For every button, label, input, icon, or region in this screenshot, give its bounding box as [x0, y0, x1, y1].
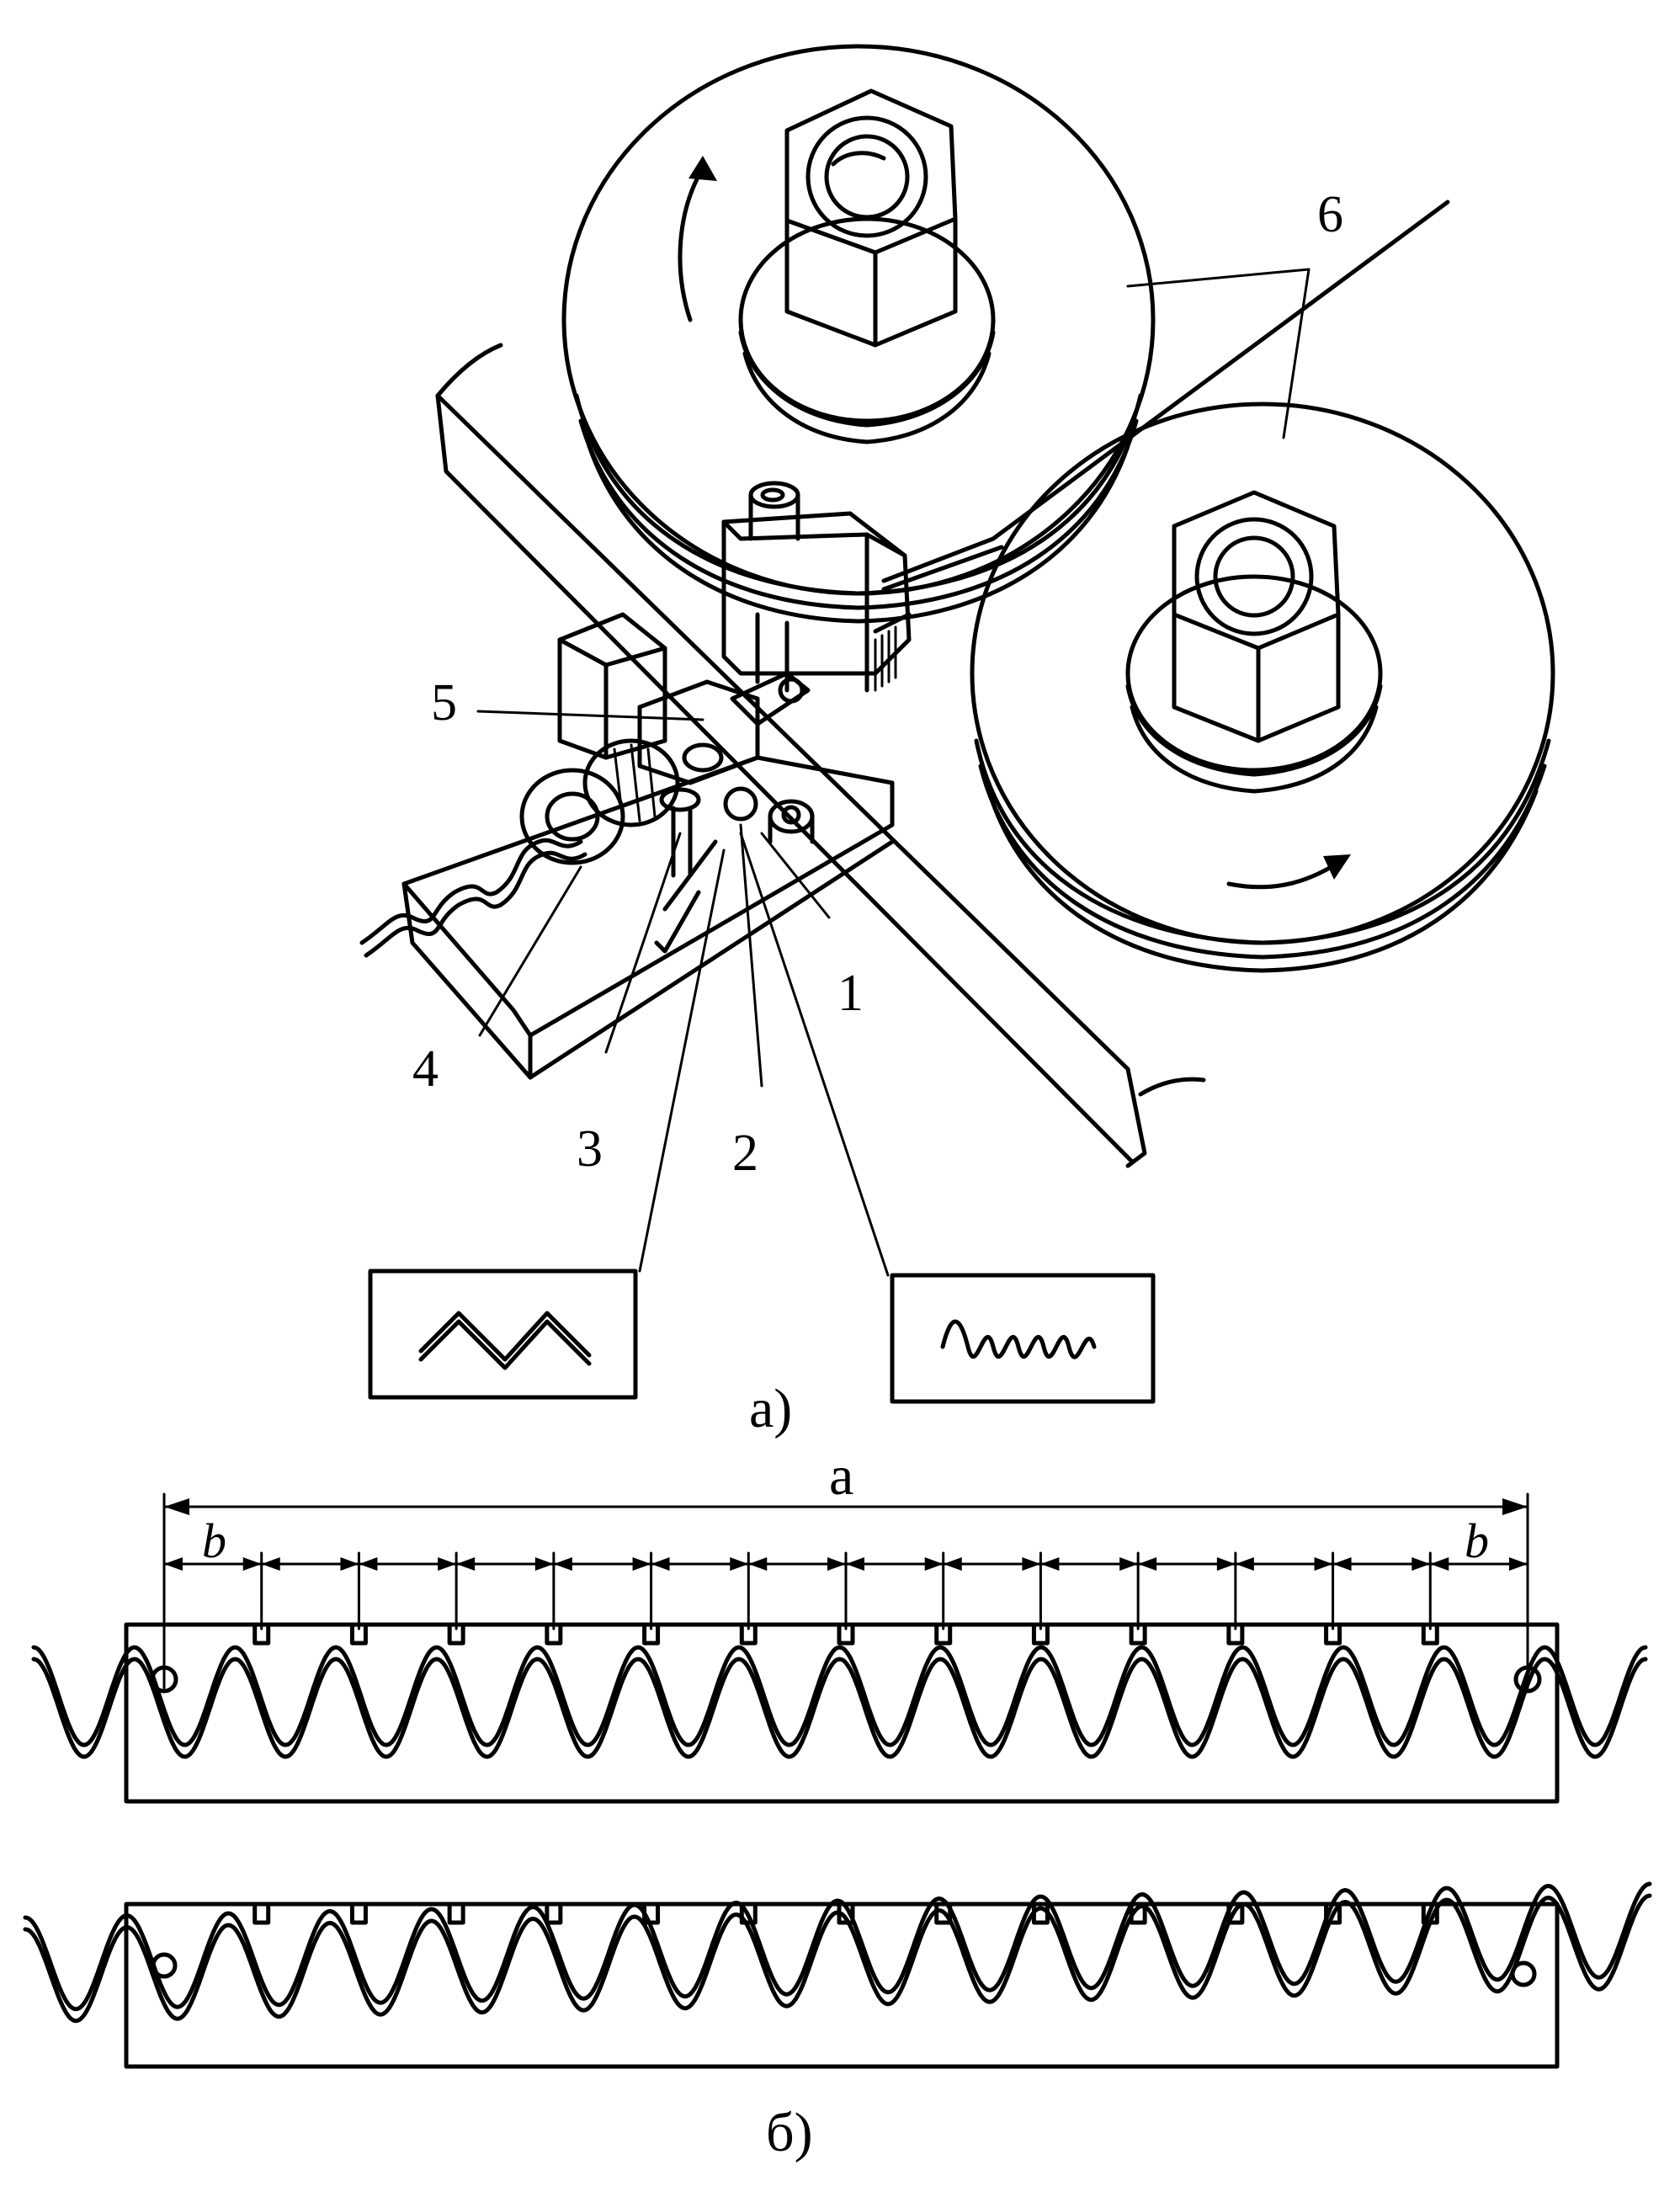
- pitch-arrow: [1332, 1557, 1352, 1571]
- caption-a: а): [749, 1378, 792, 1439]
- wire-strand: [31, 1657, 1648, 1759]
- inset-box-right: [890, 1273, 1156, 1404]
- leader-lines: [476, 268, 1311, 1277]
- pitch-arrow: [924, 1557, 944, 1571]
- machine-assembly: 5 6 1 2 3 4 а): [359, 44, 1555, 1439]
- pitch-arrow: [1430, 1557, 1449, 1571]
- pitch-arrow: [748, 1557, 768, 1571]
- rail-notch: [642, 1622, 661, 1646]
- pitch-arrow: [438, 1557, 457, 1571]
- upper-roller: [561, 44, 1156, 624]
- pitch-arrow: [340, 1557, 359, 1571]
- pitch-arrow: [359, 1557, 378, 1571]
- pitch-arrow: [730, 1557, 749, 1571]
- pitch-arrow: [827, 1557, 846, 1571]
- pitch-arrow: [1040, 1557, 1060, 1571]
- rail-notch: [253, 1622, 271, 1646]
- pitch-arrow: [1509, 1557, 1528, 1571]
- rail-notch: [934, 1622, 953, 1646]
- lower-roller: [970, 402, 1555, 973]
- wire-strand: [23, 1893, 1652, 2024]
- pitch-arrow: [456, 1557, 476, 1571]
- wire-strand: [31, 1645, 1648, 1747]
- pitch-arrow: [553, 1557, 572, 1571]
- rail-notch: [1226, 1622, 1245, 1646]
- label-5: 5: [431, 674, 457, 731]
- inset-box-left: [368, 1269, 638, 1400]
- rail-notch: [1324, 1622, 1342, 1646]
- pitch-arrow: [1412, 1557, 1431, 1571]
- dimension-pitch-chain: [162, 1551, 1529, 1630]
- pitch-arrow: [632, 1557, 651, 1571]
- dim-total-label: a: [829, 1445, 853, 1507]
- pitch-arrow: [846, 1557, 864, 1571]
- bottom-rail: [23, 1881, 1652, 2069]
- wire-strand: [23, 1881, 1652, 2012]
- rail-notch: [447, 1902, 465, 1925]
- dim-pitch-left-label: b: [202, 1513, 226, 1568]
- rail-notch: [349, 1902, 368, 1925]
- rail-notch: [253, 1902, 271, 1925]
- top-rail: [31, 1622, 1648, 1804]
- bent-wire-output: [359, 838, 583, 945]
- label-3: 3: [577, 1120, 603, 1178]
- rail-notch: [349, 1622, 368, 1646]
- machine-bed: [435, 343, 1206, 1168]
- rail-notch: [739, 1622, 758, 1646]
- pitch-arrow: [1314, 1557, 1333, 1571]
- pitch-arrow: [242, 1557, 262, 1571]
- rail-notch: [739, 1902, 758, 1925]
- dim-pitch-right-label: b: [1465, 1513, 1489, 1568]
- pitch-arrow: [1138, 1557, 1157, 1571]
- label-2: 2: [732, 1125, 758, 1182]
- pitch-arrow: [943, 1557, 962, 1571]
- rail-notch: [447, 1622, 465, 1646]
- rail-notch: [1031, 1622, 1050, 1646]
- caption-b: б): [766, 2102, 813, 2163]
- pitch-arrow: [164, 1557, 183, 1571]
- bending-head: [401, 481, 912, 1080]
- pitch-arrow: [1119, 1557, 1139, 1571]
- pitch-arrow: [1022, 1557, 1041, 1571]
- pitch-arrow: [261, 1557, 280, 1571]
- rail-notch: [1421, 1622, 1439, 1646]
- bottom-rail-wire: [23, 1881, 1652, 2024]
- pitch-arrow: [534, 1557, 554, 1571]
- pitch-arrow: [651, 1557, 670, 1571]
- label-4: 4: [412, 1040, 439, 1098]
- template-rails: a b b б): [23, 1445, 1652, 2163]
- label-6: 6: [1317, 186, 1343, 243]
- rail-notch: [837, 1622, 855, 1646]
- label-1: 1: [837, 965, 864, 1022]
- top-rail-wire: [31, 1645, 1648, 1759]
- feed-wire: [881, 199, 1450, 583]
- pitch-arrow: [1216, 1557, 1236, 1571]
- rail-notch: [545, 1902, 563, 1925]
- rail-notch: [545, 1622, 563, 1646]
- pitch-arrow: [1235, 1557, 1254, 1571]
- rail-notch: [1129, 1622, 1147, 1646]
